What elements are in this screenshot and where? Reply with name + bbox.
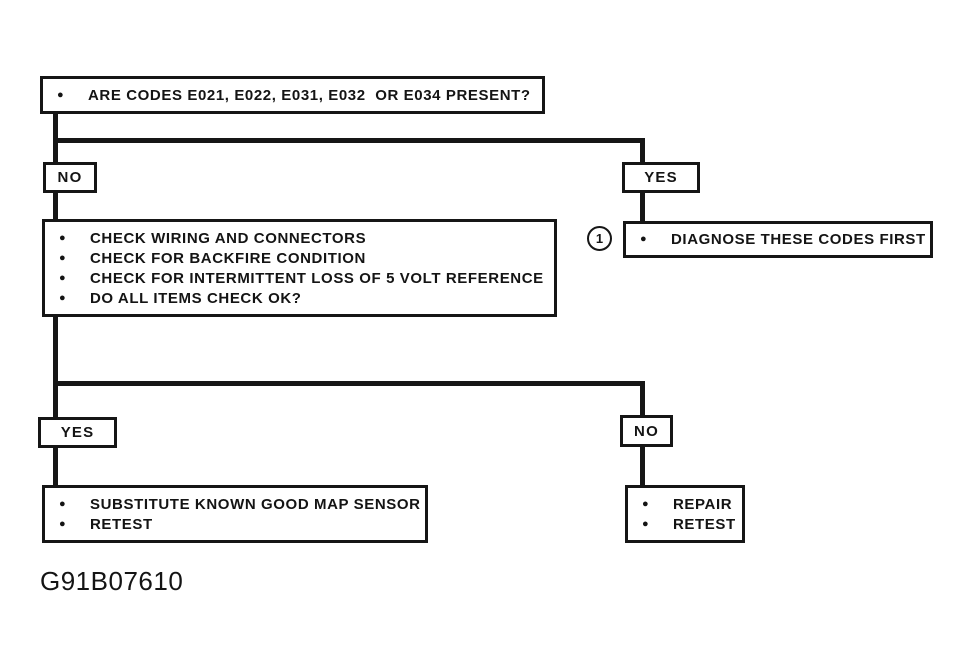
substitute-box: ● SUBSTITUTE KNOWN GOOD MAP SENSOR ● RET… (42, 485, 428, 543)
substitute-item: ● SUBSTITUTE KNOWN GOOD MAP SENSOR (45, 494, 425, 514)
repair-box: ● REPAIR ● RETEST (625, 485, 745, 543)
substitute-item-text: RETEST (90, 515, 153, 533)
check-item: ● CHECK FOR INTERMITTENT LOSS OF 5 VOLT … (45, 268, 554, 288)
repair-item: ● REPAIR (628, 494, 742, 514)
check-item: ● DO ALL ITEMS CHECK OK? (45, 288, 554, 308)
bullet-icon: ● (59, 517, 66, 530)
bullet-icon: ● (59, 231, 66, 244)
bullet-icon: ● (642, 517, 649, 530)
bullet-icon: ● (642, 497, 649, 510)
connector-checks-to-branch-bar (53, 314, 58, 488)
check-item-text: CHECK WIRING AND CONNECTORS (90, 229, 367, 247)
check-item-text: DO ALL ITEMS CHECK OK? (90, 289, 302, 307)
question-text: ARE CODES E021, E022, E031, E032 OR E034… (88, 86, 531, 104)
checks-box: ● CHECK WIRING AND CONNECTORS ● CHECK FO… (42, 219, 557, 317)
branch-label-yes-bottom: YES (38, 417, 117, 448)
question-row: ● ARE CODES E021, E022, E031, E032 OR E0… (43, 85, 542, 105)
branch-label-no-bottom: NO (620, 415, 673, 447)
diagnose-row: ● DIAGNOSE THESE CODES FIRST (626, 230, 930, 250)
repair-item: ● RETEST (628, 514, 742, 534)
bullet-icon: ● (59, 251, 66, 264)
connector-branch-bar-bottom (53, 381, 645, 386)
check-item-text: CHECK FOR INTERMITTENT LOSS OF 5 VOLT RE… (90, 269, 544, 287)
substitute-item: ● RETEST (45, 514, 425, 534)
connector-branch-bar-top (53, 138, 645, 143)
question-box: ● ARE CODES E021, E022, E031, E032 OR E0… (40, 76, 545, 114)
repair-item-text: RETEST (673, 515, 736, 533)
figure-code-label: G91B07610 (40, 566, 184, 596)
bullet-icon: ● (57, 88, 64, 101)
substitute-item-text: SUBSTITUTE KNOWN GOOD MAP SENSOR (90, 495, 421, 513)
bullet-icon: ● (59, 291, 66, 304)
branch-label-no-top: NO (43, 162, 97, 193)
diagnose-text: DIAGNOSE THESE CODES FIRST (671, 231, 926, 248)
diagnose-box: ● DIAGNOSE THESE CODES FIRST (623, 221, 933, 258)
check-item: ● CHECK FOR BACKFIRE CONDITION (45, 248, 554, 268)
bullet-icon: ● (59, 271, 66, 284)
check-item-text: CHECK FOR BACKFIRE CONDITION (90, 249, 366, 267)
branch-label-yes-top: YES (622, 162, 700, 193)
check-item: ● CHECK WIRING AND CONNECTORS (45, 228, 554, 248)
repair-item-text: REPAIR (673, 495, 733, 513)
step-marker-icon: 1 (587, 226, 612, 251)
bullet-icon: ● (59, 497, 66, 510)
bullet-icon: ● (640, 233, 647, 245)
